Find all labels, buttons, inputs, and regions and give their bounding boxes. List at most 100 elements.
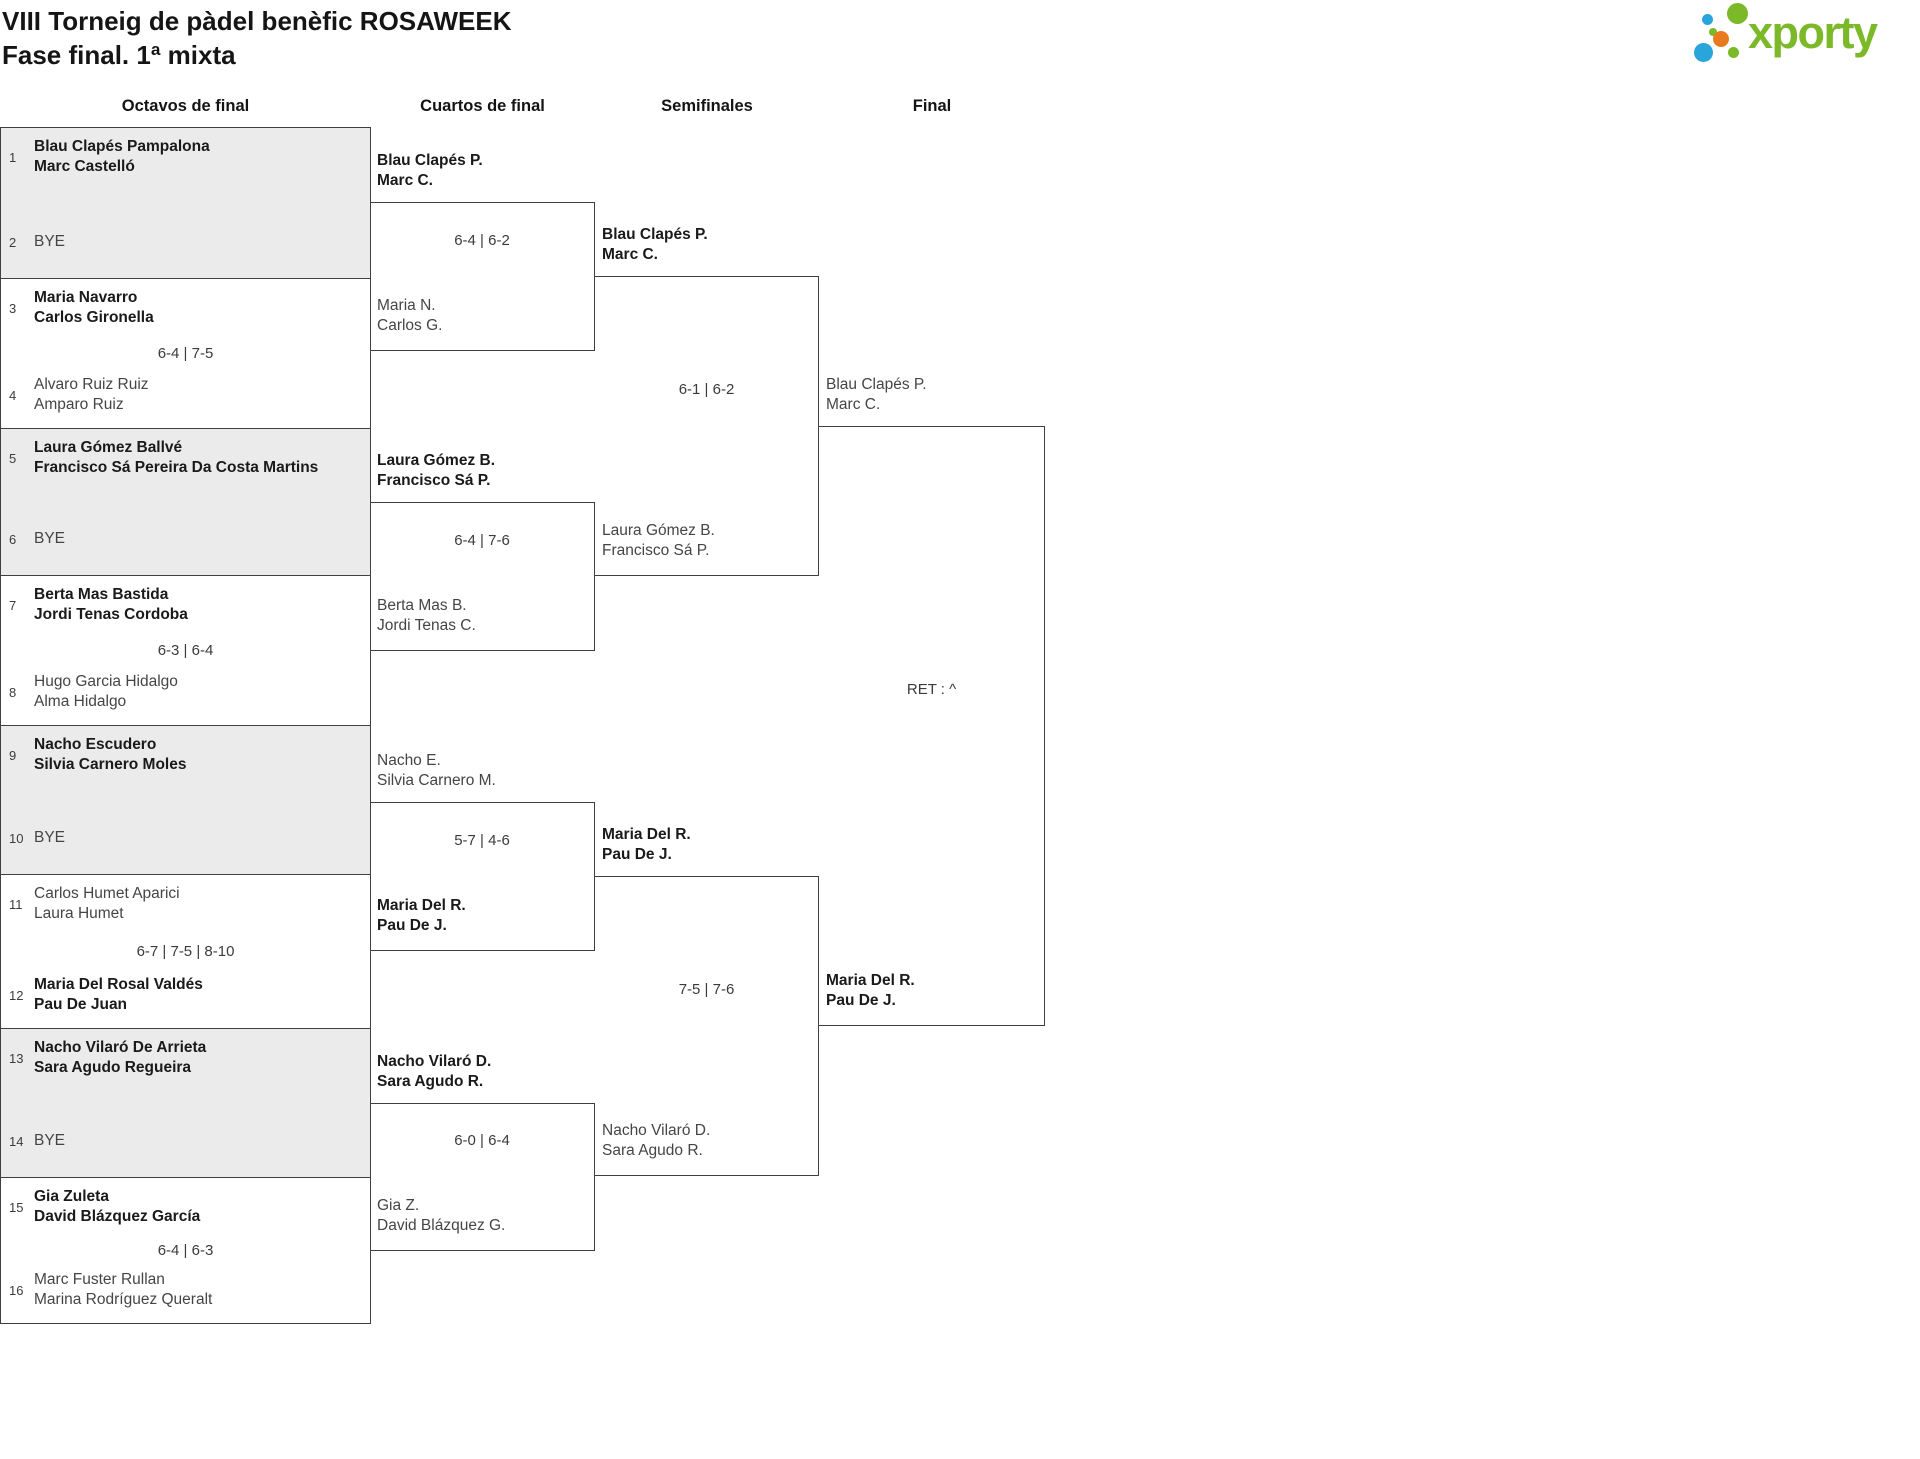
seed-number: 14 xyxy=(9,1133,24,1149)
team-name: Carlos Gironella xyxy=(34,309,154,326)
team-name: Marc Fuster Rullan xyxy=(34,1271,165,1288)
bracket-entry: 14 BYE xyxy=(9,1131,362,1151)
seed-number: 10 xyxy=(9,830,24,846)
bracket-entry: Blau Clapés P. Marc C. xyxy=(377,151,483,191)
team-name: Pau De Juan xyxy=(34,996,128,1013)
team-name: Pau De J. xyxy=(602,846,672,863)
team-name: BYE xyxy=(34,530,66,547)
match-score: RET : ^ xyxy=(906,681,957,698)
team-name: Berta Mas Bastida xyxy=(34,586,169,603)
team-name: Francisco Sá Pereira Da Costa Martins xyxy=(34,459,319,476)
team-name: Gia Z. xyxy=(377,1197,420,1214)
seed-number: 6 xyxy=(9,531,17,547)
logo-dot-green-small xyxy=(1728,47,1739,58)
logo-dot-blue-small xyxy=(1702,14,1713,25)
team-name: Maria Del Rosal Valdés xyxy=(34,976,203,993)
match-score: 6-4 | 6-2 xyxy=(454,231,510,249)
logo-dot-blue-large xyxy=(1694,43,1713,62)
team-name: Marc C. xyxy=(377,172,433,189)
match-score: 6-7 | 7-5 | 8-10 xyxy=(136,942,235,960)
match-score: 6-0 | 6-4 xyxy=(454,1132,510,1149)
round-header-semifinales: Semifinales xyxy=(661,97,753,115)
seed-number: 9 xyxy=(9,747,17,763)
team-name: Laura Gómez Ballvé xyxy=(34,439,183,456)
match-score: 5-7 | 4-6 xyxy=(454,831,510,849)
bracket-entry: Nacho E. Silvia Carnero M. xyxy=(377,751,496,791)
team-name: Sara Agudo Regueira xyxy=(34,1059,192,1076)
team-name: Gia Zuleta xyxy=(34,1188,109,1205)
match-score: 7-5 | 7-6 xyxy=(678,981,735,998)
final-match: Blau Clapés P.Marc C. RET : ^ Maria Del … xyxy=(819,376,1045,1026)
tournament-title: VIII Torneig de pàdel benèfic ROSAWEEK xyxy=(2,6,512,36)
seed-number: 8 xyxy=(9,684,17,700)
round-header-cuartos: Cuartos de final xyxy=(420,97,545,115)
team-name: Francisco Sá P. xyxy=(602,542,710,559)
team-name: Maria Del R. xyxy=(377,897,466,914)
logo-dot-green-large xyxy=(1727,3,1748,24)
team-name: Laura Gómez B. xyxy=(602,522,715,539)
round-header-final: Final xyxy=(912,97,952,115)
seed-number: 1 xyxy=(9,149,17,165)
team-name: Jordi Tenas C. xyxy=(377,617,476,634)
seed-number: 15 xyxy=(9,1199,24,1215)
bracket-entry: Nacho Vilaró D.Sara Agudo R. xyxy=(377,1052,491,1092)
cuartos-match-2: Laura Gómez B.Francisco Sá P. 6-4 | 7-6 … xyxy=(370,452,595,651)
team-name: Blau Clapés P. xyxy=(602,226,708,243)
seed-number: 3 xyxy=(9,300,17,316)
team-name: Blau Clapés P. xyxy=(377,152,483,169)
bracket-entry: Maria Del R.Pau De J. xyxy=(826,971,915,1011)
team-name: Nacho E. xyxy=(377,752,441,769)
xporty-logo[interactable]: xporty xyxy=(1686,3,1918,67)
seed-number: 5 xyxy=(9,450,17,466)
seed-number: 7 xyxy=(9,597,17,613)
bracket-entry: Maria N. Carlos G. xyxy=(377,296,442,336)
team-name: Hugo Garcia Hidalgo xyxy=(34,673,178,690)
bracket-entry: Blau Clapés P.Marc C. xyxy=(826,375,927,415)
team-name: Carlos G. xyxy=(377,317,443,334)
team-name: Alvaro Ruiz Ruiz xyxy=(34,376,149,393)
logo-dot-orange xyxy=(1713,31,1729,47)
cuartos-match-3: Nacho E. Silvia Carnero M. 5-7 | 4-6 Mari… xyxy=(370,752,595,951)
team-name: Alma Hidalgo xyxy=(34,693,127,710)
team-name: Nacho Escudero xyxy=(34,736,157,753)
seed-number: 16 xyxy=(9,1282,24,1298)
team-name: Nacho Vilaró D. xyxy=(377,1053,492,1070)
team-name: Pau De J. xyxy=(826,992,896,1009)
phase-subtitle: Fase final. 1ª mixta xyxy=(2,40,236,70)
cuartos-match-4: Nacho Vilaró D.Sara Agudo R. 6-0 | 6-4 G… xyxy=(370,1053,595,1251)
cuartos-match-1: Blau Clapés P. Marc C. 6-4 | 6-2 Maria N.… xyxy=(370,152,595,351)
bracket-entry: Laura Gómez B.Francisco Sá P. xyxy=(377,451,495,491)
team-name: Francisco Sá P. xyxy=(377,472,491,489)
seed-number: 11 xyxy=(9,896,23,912)
bracket-entry: Laura Gómez B. Francisco Sá P. xyxy=(602,521,715,561)
team-name: Silvia Carnero M. xyxy=(377,772,496,789)
team-name: Jordi Tenas Cordoba xyxy=(34,606,188,623)
bracket-entry: Maria Del R.Pau De J. xyxy=(377,896,466,936)
team-name: Nacho Vilaró D. xyxy=(602,1122,711,1139)
seed-number: 13 xyxy=(9,1050,24,1066)
bracket-entry: Berta Mas B.Jordi Tenas C. xyxy=(377,596,476,636)
team-name: Blau Clapés P. xyxy=(826,376,927,393)
team-name: Maria Del R. xyxy=(602,826,691,843)
bracket-entry: Nacho Vilaró D. Sara Agudo R. xyxy=(602,1121,710,1161)
match-score: 6-4 | 7-5 xyxy=(157,344,214,362)
team-name: David Blázquez G. xyxy=(377,1217,506,1234)
team-name: Maria N. xyxy=(377,297,436,314)
bracket-entry: 6 BYE xyxy=(9,529,362,549)
team-name: Carlos Humet Aparici xyxy=(34,885,180,902)
team-name: Sara Agudo R. xyxy=(602,1142,703,1159)
